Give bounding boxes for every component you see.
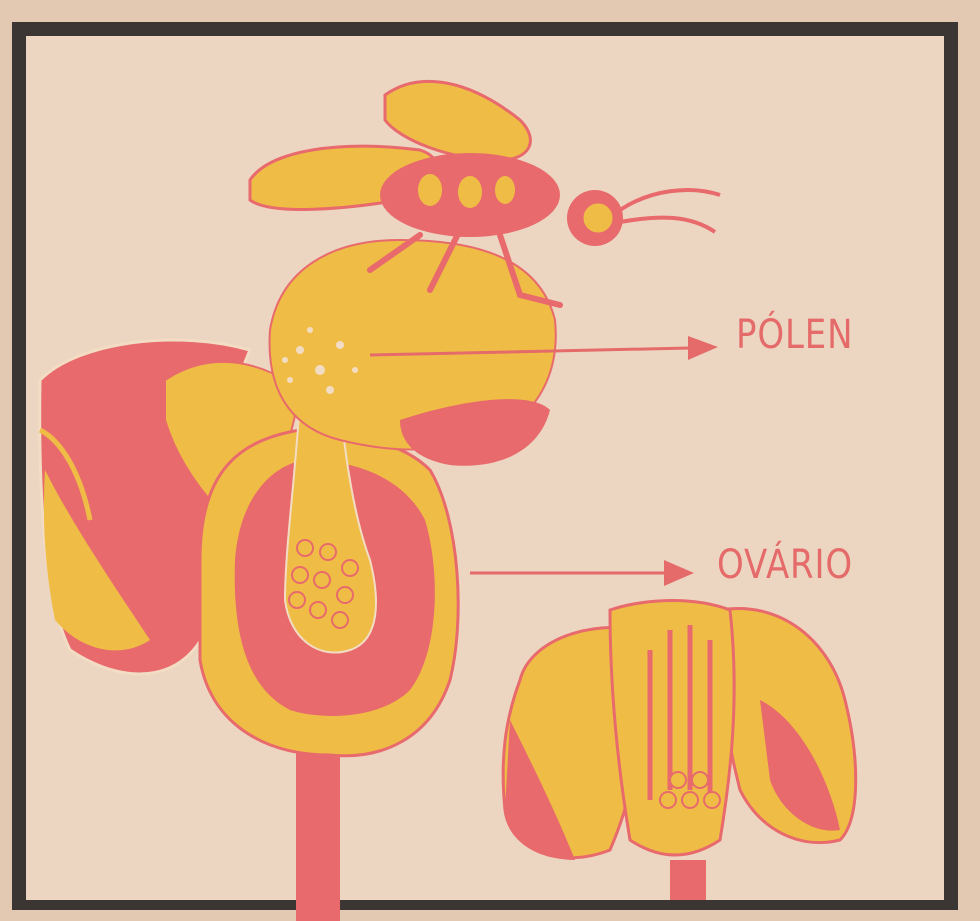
fly-eye xyxy=(582,202,614,234)
ovary-arrow xyxy=(470,560,694,586)
ovary-label: OVÁRIO xyxy=(717,542,853,588)
flower-stem xyxy=(296,740,340,921)
small-flower xyxy=(503,601,856,900)
small-flower-stem xyxy=(670,860,706,900)
fly-antennae xyxy=(620,190,720,232)
pollen-label: PÓLEN xyxy=(736,312,853,358)
